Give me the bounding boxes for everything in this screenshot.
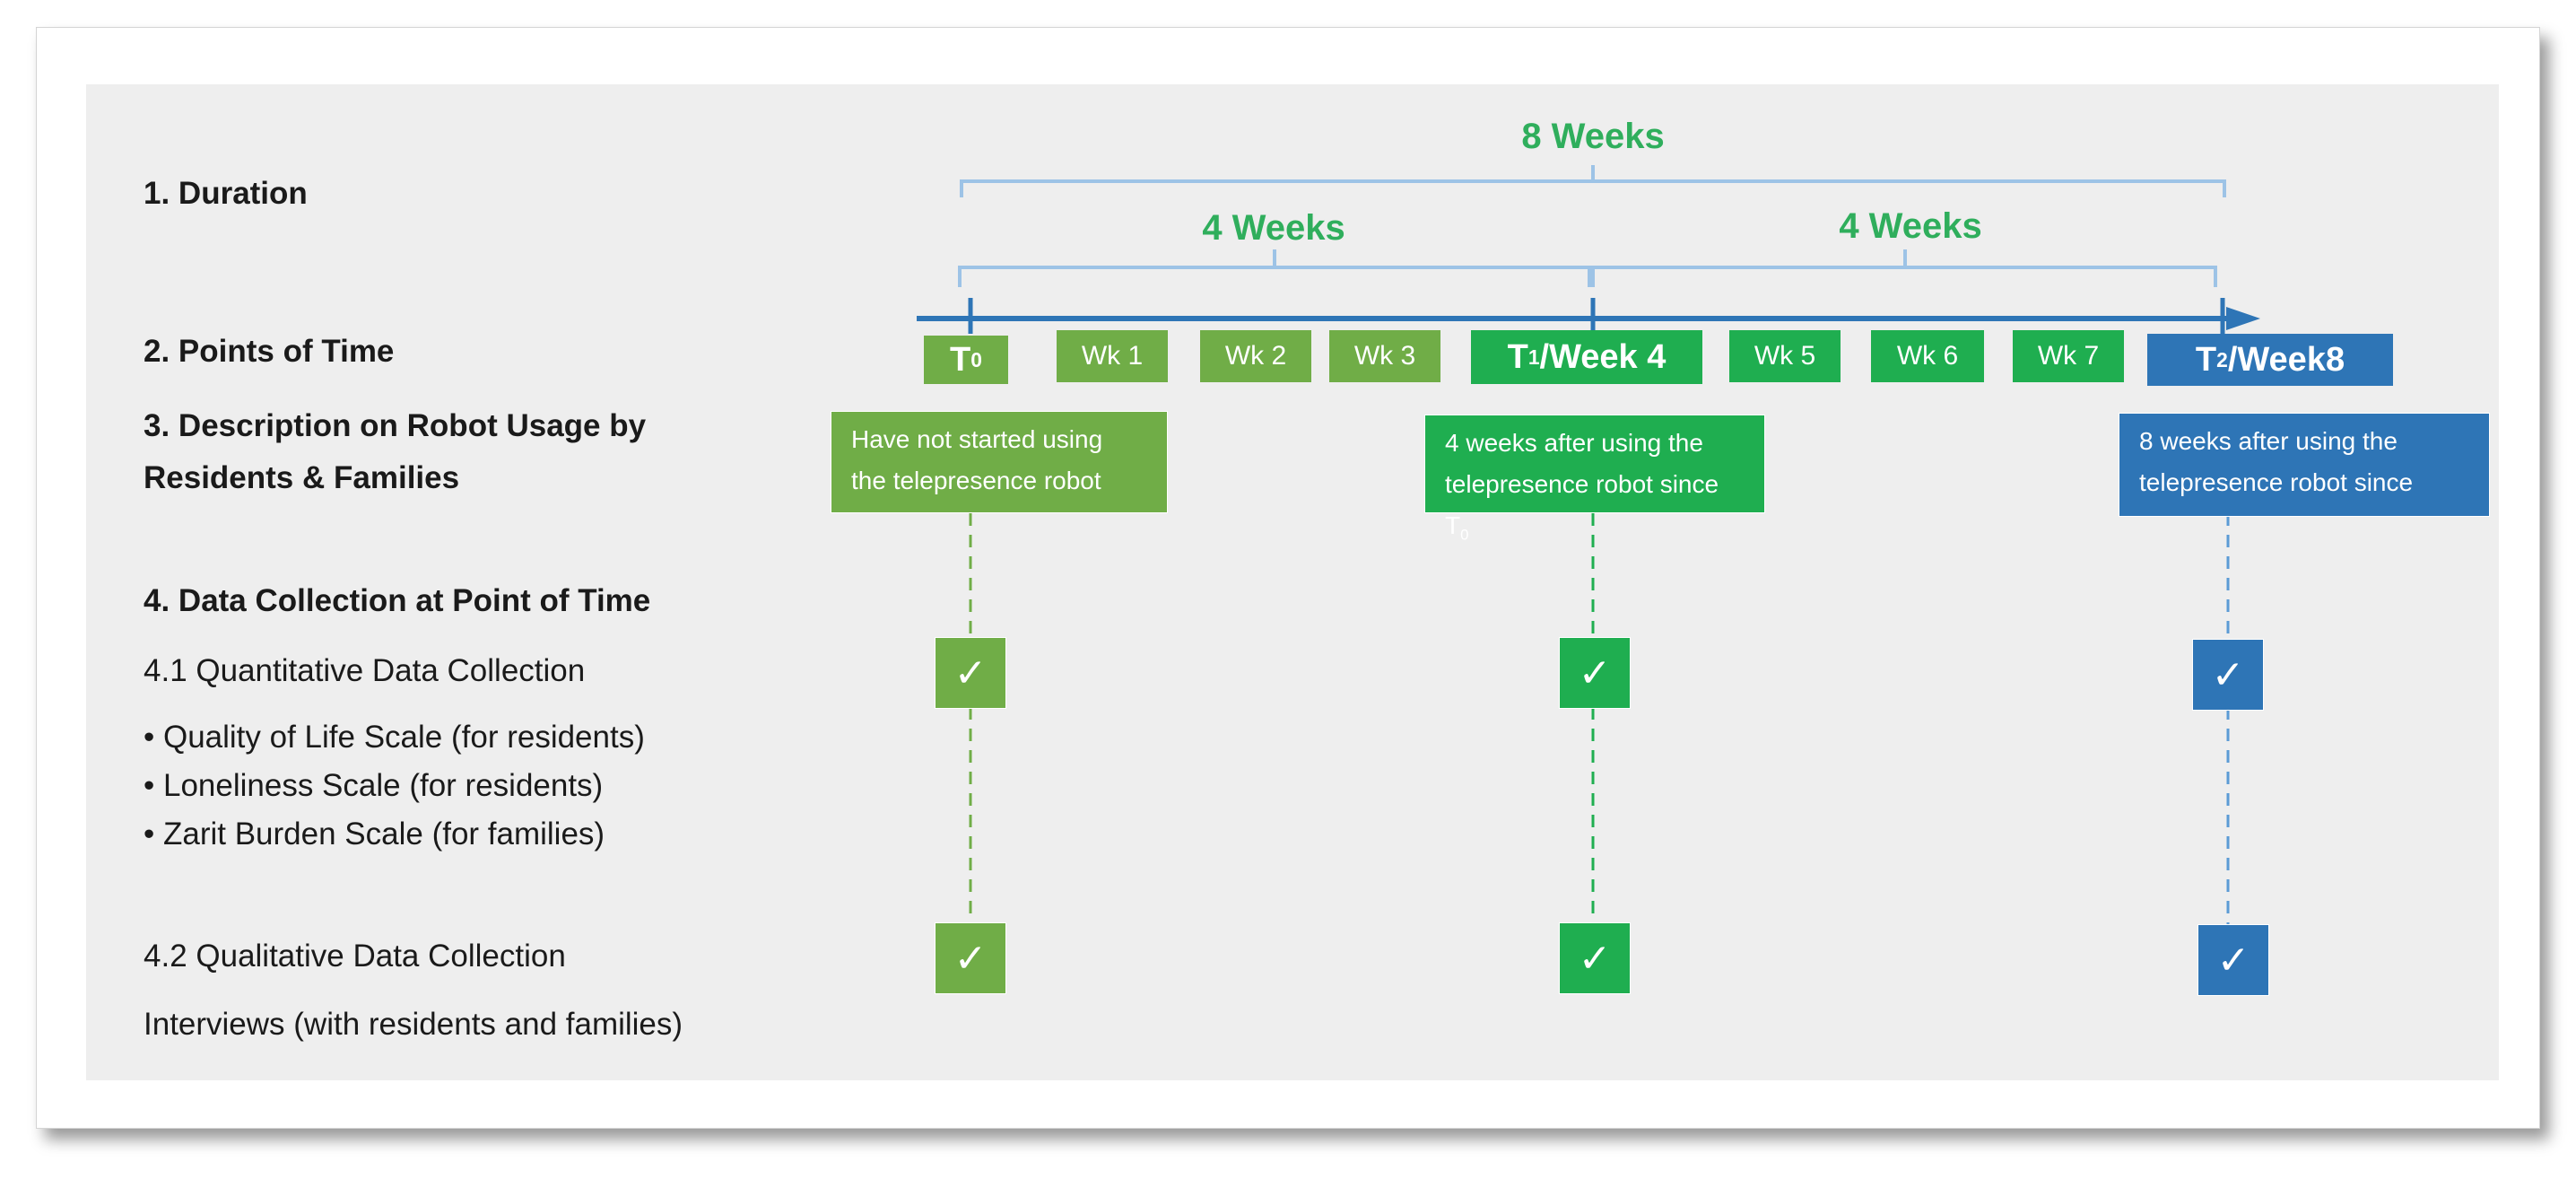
duration-second-half-label: 4 Weeks	[1839, 206, 1982, 246]
checkmark-icon: ✓	[1578, 935, 1612, 982]
quantitative-item: • Loneliness Scale (for residents)	[144, 768, 604, 803]
timeline-arrowhead	[2226, 307, 2260, 330]
description-t0: Have not started using the telepresence …	[831, 411, 1168, 513]
week-box-2: Wk 2	[1200, 330, 1311, 382]
checkmark-icon: ✓	[953, 650, 988, 696]
week-box-5: Wk 5	[1729, 330, 1841, 382]
row-label-description: 3. Description on Robot Usage by Residen…	[144, 408, 647, 495]
description-t1: 4 weeks after using the telepresence rob…	[1424, 415, 1765, 544]
week-box-7: Wk 7	[2013, 330, 2124, 382]
check-quantitative-t0: ✓	[935, 637, 1006, 709]
bracket-4-weeks-right	[1591, 249, 2217, 287]
row-label-quantitative: 4.1 Quantitative Data Collection	[144, 653, 586, 688]
check-qualitative-t1: ✓	[1559, 922, 1631, 994]
row-label-qualitative: 4.2 Qualitative Data Collection	[144, 939, 566, 974]
row-label-duration: 1. Duration	[144, 176, 308, 211]
week-box-1: Wk 1	[1057, 330, 1168, 382]
checkmark-icon: ✓	[953, 935, 988, 982]
qualitative-detail: Interviews (with residents and families)	[144, 1007, 683, 1042]
row-label-data-collection: 4. Data Collection at Point of Time	[144, 583, 651, 618]
week-box-3: Wk 3	[1329, 330, 1440, 382]
diagram-panel	[86, 84, 2499, 1080]
check-quantitative-t1: ✓	[1559, 637, 1631, 709]
row-label-points-of-time: 2. Points of Time	[144, 334, 395, 369]
week-box-6: Wk 6	[1871, 330, 1984, 382]
description-t2: 8 weeks after using the telepresence rob…	[2119, 413, 2490, 517]
duration-first-half-label: 4 Weeks	[1202, 208, 1345, 248]
checkmark-icon: ✓	[1578, 650, 1612, 696]
quantitative-item: • Quality of Life Scale (for residents)	[144, 720, 645, 755]
quantitative-item: • Zarit Burden Scale (for families)	[144, 817, 605, 852]
duration-total-label: 8 Weeks	[1521, 117, 1665, 156]
check-qualitative-t2: ✓	[2197, 924, 2269, 996]
checkmark-icon: ✓	[2211, 651, 2245, 698]
check-qualitative-t0: ✓	[935, 922, 1006, 994]
bracket-8-weeks	[960, 165, 2226, 197]
checkmark-icon: ✓	[2216, 937, 2250, 983]
bracket-4-weeks-left	[958, 249, 1591, 287]
check-quantitative-t2: ✓	[2192, 639, 2264, 711]
